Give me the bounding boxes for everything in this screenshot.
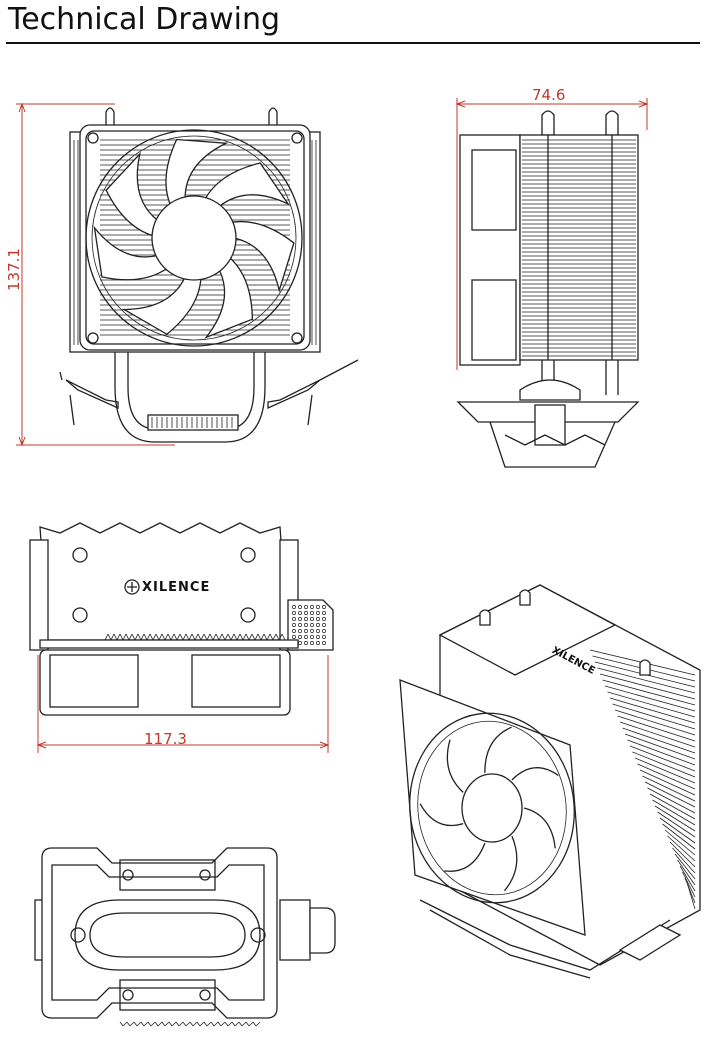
front-view-drawing: [16, 102, 359, 447]
isometric-view-drawing: [399, 584, 701, 979]
width-dimension-label: 117.3: [144, 730, 187, 748]
bottom-view-drawing: [34, 847, 336, 1027]
brand-logo-top-view: XILENCE: [142, 580, 211, 595]
height-dimension-label: 137.1: [5, 248, 23, 291]
depth-dimension-label: 74.6: [532, 86, 566, 104]
top-view-drawing: [29, 522, 334, 753]
page-title: Technical Drawing: [8, 2, 281, 37]
side-view-drawing: [455, 98, 649, 468]
title-divider: [6, 42, 700, 44]
